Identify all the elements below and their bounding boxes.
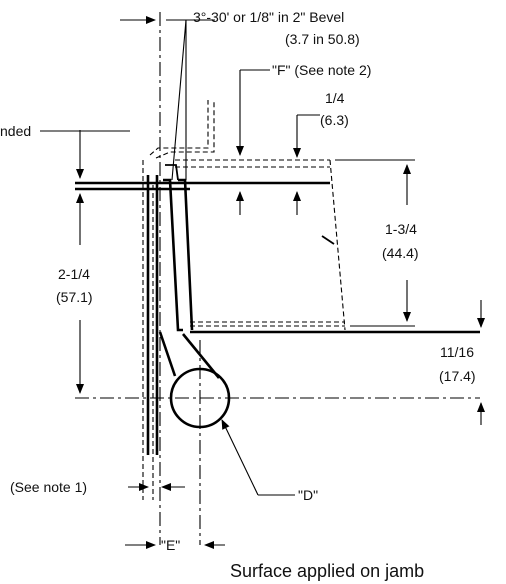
dim-right-mm-label: (44.4) — [382, 245, 419, 261]
dim-top — [120, 16, 320, 215]
dim-low-inch-label: 11/16 — [440, 344, 474, 360]
dim-low-mm-label: (17.4) — [439, 368, 476, 384]
note1-label: (See note 1) — [10, 479, 87, 495]
left-cut-label: nded — [0, 123, 31, 139]
dim-bottom — [125, 419, 295, 549]
d-label: "D" — [298, 487, 318, 503]
e-label: "E" — [161, 537, 180, 553]
hinge-leaves — [149, 19, 215, 332]
quarter-mm-label: (6.3) — [320, 112, 349, 128]
quarter-inch-label: 1/4 — [325, 90, 345, 106]
dim-left — [40, 130, 145, 394]
bevel-label-line1: 3°-30' or 1/8" in 2" Bevel — [193, 9, 344, 25]
dim-left-inch-label: 2-1/4 — [58, 266, 90, 282]
hinge-knuckle — [75, 331, 480, 545]
dim-right — [335, 159, 415, 327]
f-note-label: "F" (See note 2) — [272, 62, 371, 78]
dim-right-inch-label: 1-3/4 — [385, 221, 417, 237]
dim-left-mm-label: (57.1) — [56, 289, 93, 305]
caption: Surface applied on jamb — [230, 561, 424, 581]
bevel-label-line2: (3.7 in 50.8) — [285, 31, 360, 47]
door-section — [75, 159, 480, 334]
jamb-section — [142, 12, 161, 545]
